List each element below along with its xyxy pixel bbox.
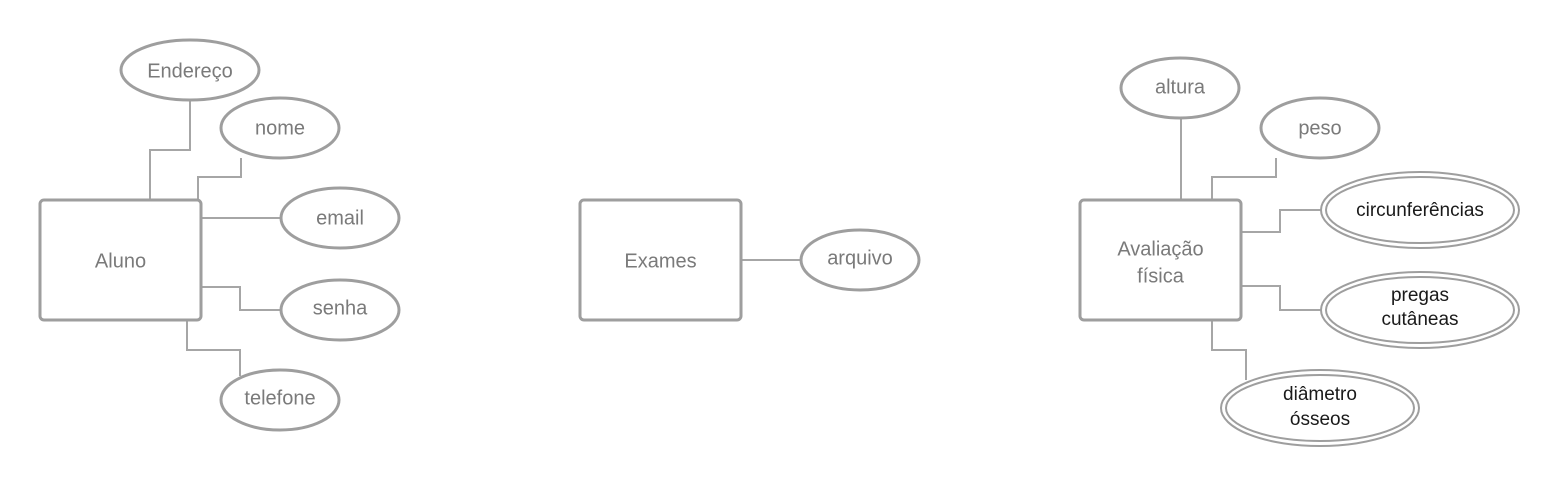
attribute-telefone-label: telefone	[244, 387, 315, 409]
attribute-pregas-label-line1: pregas	[1391, 285, 1449, 306]
attribute-endereco[interactable]: Endereço	[119, 38, 261, 102]
entity-avaliacao-fisica[interactable]: Avaliação física	[1078, 198, 1243, 322]
attribute-email-label: email	[316, 207, 364, 229]
attribute-endereco-label: Endereço	[147, 60, 233, 82]
attribute-email[interactable]: email	[279, 186, 401, 250]
attribute-peso-label: peso	[1298, 117, 1341, 139]
connector-aluno-telefone	[186, 320, 241, 376]
connector-aluno-nome	[197, 158, 242, 200]
connector-avaliacao-circunferencias	[1242, 209, 1322, 233]
attribute-circunferencias[interactable]: circunferências	[1320, 171, 1520, 249]
attribute-pregas-cutaneas[interactable]: pregas cutâneas	[1320, 271, 1520, 349]
attribute-diametro-osseos[interactable]: diâmetro ósseos	[1220, 369, 1420, 447]
attribute-senha-label: senha	[313, 297, 368, 319]
attribute-peso[interactable]: peso	[1259, 96, 1381, 160]
entity-aluno[interactable]: Aluno	[38, 198, 203, 322]
entity-avaliacao-label-line2: física	[1137, 265, 1185, 287]
attribute-altura[interactable]: altura	[1119, 56, 1241, 120]
entity-exames-label: Exames	[624, 250, 696, 272]
entity-avaliacao-label-line1: Avaliação	[1117, 238, 1203, 260]
attribute-altura-label: altura	[1155, 76, 1206, 98]
entity-exames[interactable]: Exames	[578, 198, 743, 322]
attribute-diametro-label-line1: diâmetro	[1283, 384, 1357, 405]
connector-avaliacao-peso	[1211, 158, 1277, 200]
attribute-arquivo-label: arquivo	[827, 247, 893, 269]
connector-aluno-senha	[202, 286, 282, 311]
connector-avaliacao-pregas	[1242, 285, 1322, 311]
entity-aluno-label: Aluno	[95, 250, 146, 272]
attribute-telefone[interactable]: telefone	[219, 368, 341, 432]
attribute-pregas-label-line2: cutâneas	[1381, 309, 1458, 330]
connector-avaliacao-diametro	[1211, 320, 1247, 380]
attribute-circunferencias-label: circunferências	[1356, 200, 1484, 221]
connector-aluno-endereco	[149, 100, 191, 200]
attribute-nome-label: nome	[255, 117, 305, 139]
attribute-senha[interactable]: senha	[279, 278, 401, 342]
attribute-arquivo[interactable]: arquivo	[799, 228, 921, 292]
attribute-nome[interactable]: nome	[219, 96, 341, 160]
attribute-diametro-label-line2: ósseos	[1290, 409, 1350, 430]
